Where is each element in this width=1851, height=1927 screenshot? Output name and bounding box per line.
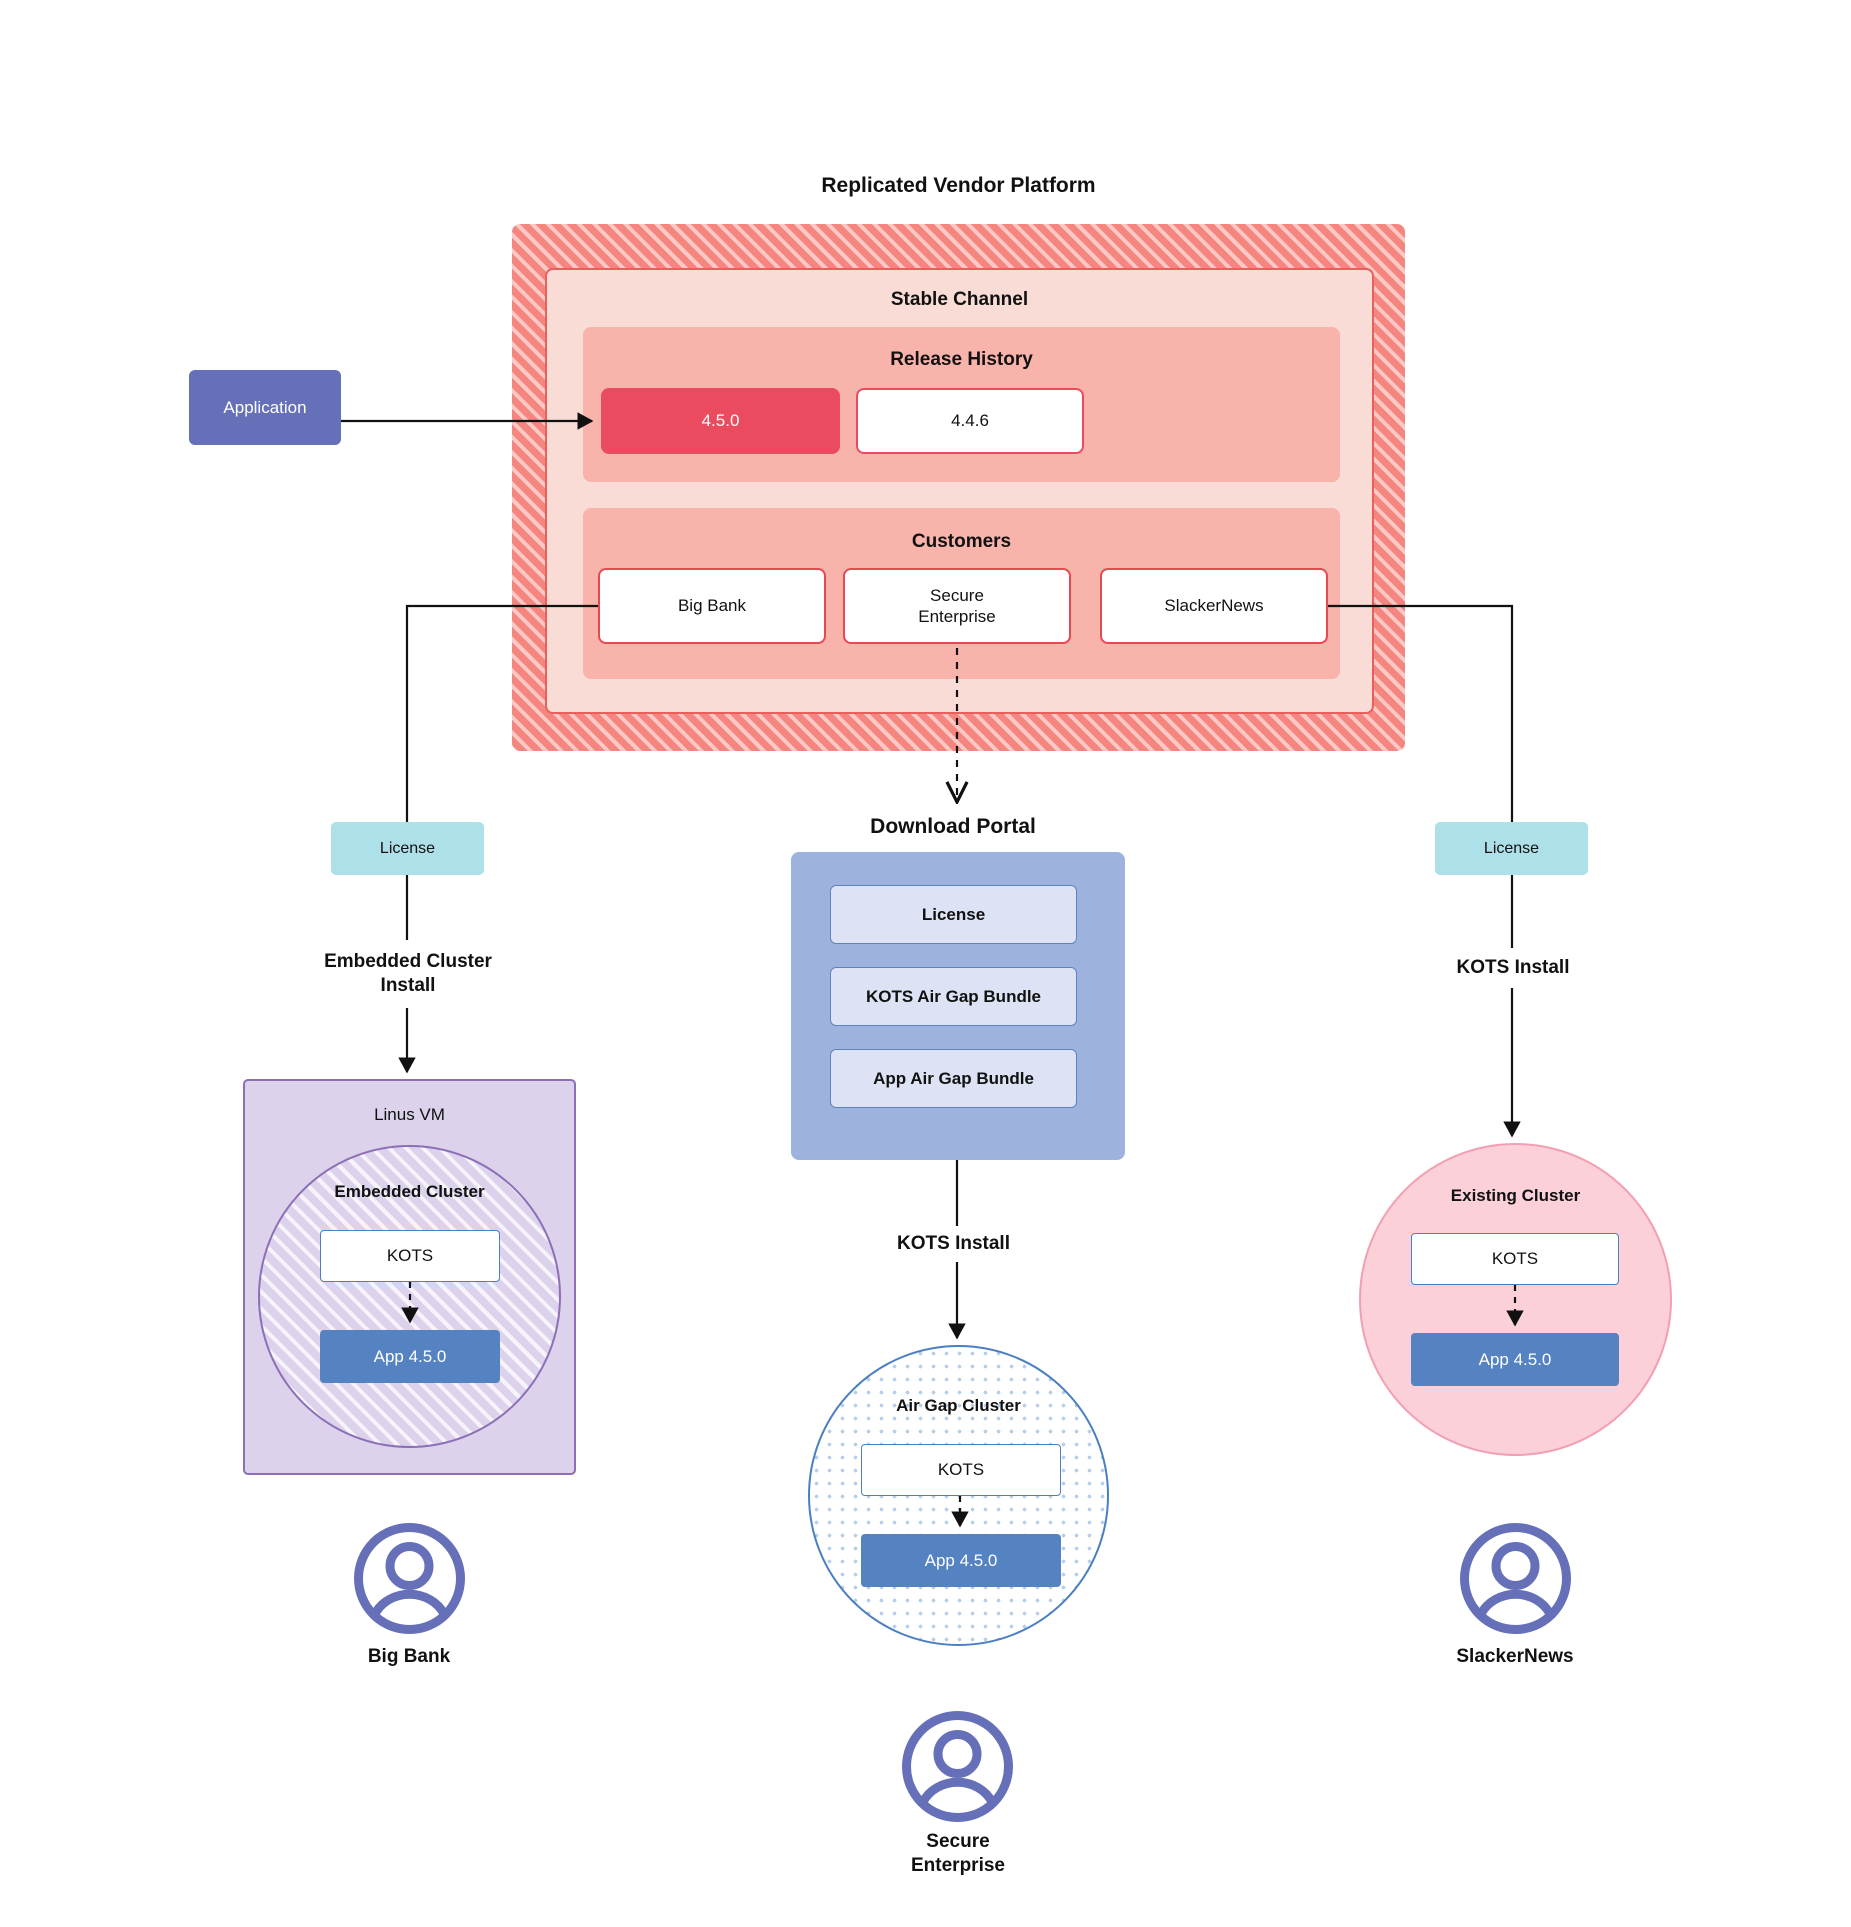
existing-app-box[interactable]: App 4.5.0: [1411, 1333, 1619, 1386]
persona-label-slackernews: SlackerNews: [1456, 1646, 1574, 1668]
customer-card-big-bank[interactable]: Big Bank: [598, 568, 826, 644]
license-chip-right[interactable]: License: [1435, 822, 1588, 875]
release-history-label: Release History: [890, 349, 1033, 371]
existing-cluster-label: Existing Cluster: [1450, 1186, 1581, 1206]
left-install-label: Embedded Cluster Install: [324, 951, 492, 996]
right-install-label: KOTS Install: [1456, 957, 1570, 979]
persona-avatar-secure-enterprise: [900, 1709, 1015, 1824]
user-avatar-icon: [1460, 1523, 1571, 1634]
persona-label-secure-enterprise: Secure Enterprise: [911, 1831, 1005, 1876]
air-gap-cluster-label: Air Gap Cluster: [896, 1396, 1021, 1416]
embedded-cluster-label: Embedded Cluster: [334, 1182, 485, 1202]
stable-channel-label: Stable Channel: [890, 289, 1029, 311]
platform-title: Replicated Vendor Platform: [821, 173, 1096, 197]
airgap-app-box[interactable]: App 4.5.0: [861, 1534, 1061, 1587]
user-avatar-icon: [354, 1523, 465, 1634]
license-chip-left[interactable]: License: [331, 822, 484, 875]
customer-card-secure-enterprise[interactable]: Secure Enterprise: [843, 568, 1071, 644]
customer-card-slackernews[interactable]: SlackerNews: [1100, 568, 1328, 644]
persona-avatar-big-bank: [352, 1521, 467, 1636]
linux-vm-label: Linus VM: [374, 1105, 445, 1125]
application-node[interactable]: Application: [189, 370, 341, 445]
existing-kots-box[interactable]: KOTS: [1411, 1233, 1619, 1285]
portal-item-app-air-gap-bundle[interactable]: App Air Gap Bundle: [830, 1049, 1077, 1108]
portal-item-kots-air-gap-bundle[interactable]: KOTS Air Gap Bundle: [830, 967, 1077, 1026]
customers-label: Customers: [911, 531, 1012, 553]
embedded-cluster-circle: [258, 1145, 561, 1448]
download-portal-title: Download Portal: [870, 814, 1036, 838]
persona-label-big-bank: Big Bank: [367, 1646, 451, 1668]
portal-item-license[interactable]: License: [830, 885, 1077, 944]
embedded-kots-box[interactable]: KOTS: [320, 1230, 500, 1282]
center-install-label: KOTS Install: [897, 1233, 1010, 1255]
airgap-kots-box[interactable]: KOTS: [861, 1444, 1061, 1496]
embedded-app-box[interactable]: App 4.5.0: [320, 1330, 500, 1383]
release-item-4-5-0[interactable]: 4.5.0: [601, 388, 840, 454]
user-avatar-icon: [902, 1711, 1013, 1822]
persona-avatar-slackernews: [1458, 1521, 1573, 1636]
release-item-4-4-6[interactable]: 4.4.6: [856, 388, 1084, 454]
